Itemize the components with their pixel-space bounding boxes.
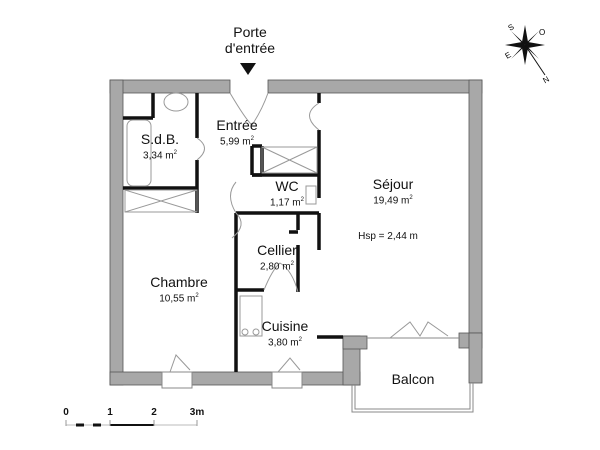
room-sdb: S.d.B. 3,34 m2 xyxy=(141,131,179,162)
room-name: Cellier xyxy=(257,242,297,258)
room-name: Séjour xyxy=(372,176,414,192)
bathtub xyxy=(126,119,152,187)
room-balcon: Balcon xyxy=(391,371,435,387)
entry-arrow-icon xyxy=(240,63,256,75)
room-entree: Entrée 5,99 m2 xyxy=(216,117,257,148)
room-name: Cuisine xyxy=(261,318,309,334)
room-wc: WC 1,17 m2 xyxy=(270,178,304,209)
interior-partitions xyxy=(123,93,343,372)
wc-storage xyxy=(261,146,318,174)
room-area: 3,80 m2 xyxy=(268,337,302,349)
scale-tick-3m: 3m xyxy=(189,407,205,418)
room-name: S.d.B. xyxy=(140,131,180,147)
compass-rose-icon: S O E N xyxy=(504,22,551,85)
room-cuisine: Cuisine 3,80 m2 xyxy=(262,318,309,349)
room-name: WC xyxy=(275,178,299,194)
fixtures xyxy=(124,92,449,373)
room-area: 5,99 m2 xyxy=(220,136,254,148)
room-chambre: Chambre 10,55 m2 xyxy=(150,274,208,305)
room-sejour: Séjour 19,49 m2 xyxy=(373,176,413,207)
storage xyxy=(124,189,198,213)
room-area: 10,55 m2 xyxy=(159,293,199,305)
scale-tick-2: 2 xyxy=(151,407,157,418)
room-area: 2,80 m2 xyxy=(260,261,294,273)
svg-text:S: S xyxy=(507,22,516,32)
scale-tick-1: 1 xyxy=(107,407,113,418)
svg-text:O: O xyxy=(539,28,545,37)
entrance-label-line2: d'entrée xyxy=(224,40,276,56)
sink xyxy=(163,92,189,112)
toilet xyxy=(305,185,317,205)
svg-text:E: E xyxy=(504,50,513,60)
scale-bar xyxy=(65,420,198,427)
room-name: Chambre xyxy=(150,274,208,290)
scale-tick-0: 0 xyxy=(63,407,69,418)
entrance-label-line1: Porte xyxy=(233,24,267,40)
room-cellier: Cellier 2,80 m2 xyxy=(257,242,297,273)
ceiling-height: Hsp = 2,44 m xyxy=(358,231,418,242)
room-area: 1,17 m2 xyxy=(270,197,304,209)
entrance-label: Porte d'entrée xyxy=(225,24,275,56)
svg-text:N: N xyxy=(541,74,551,85)
room-area: 19,49 m2 xyxy=(373,195,413,207)
kitchen-sink xyxy=(239,295,263,337)
room-area: 3,34 m2 xyxy=(143,150,177,162)
room-name: Entrée xyxy=(216,117,258,133)
windows xyxy=(161,337,474,413)
